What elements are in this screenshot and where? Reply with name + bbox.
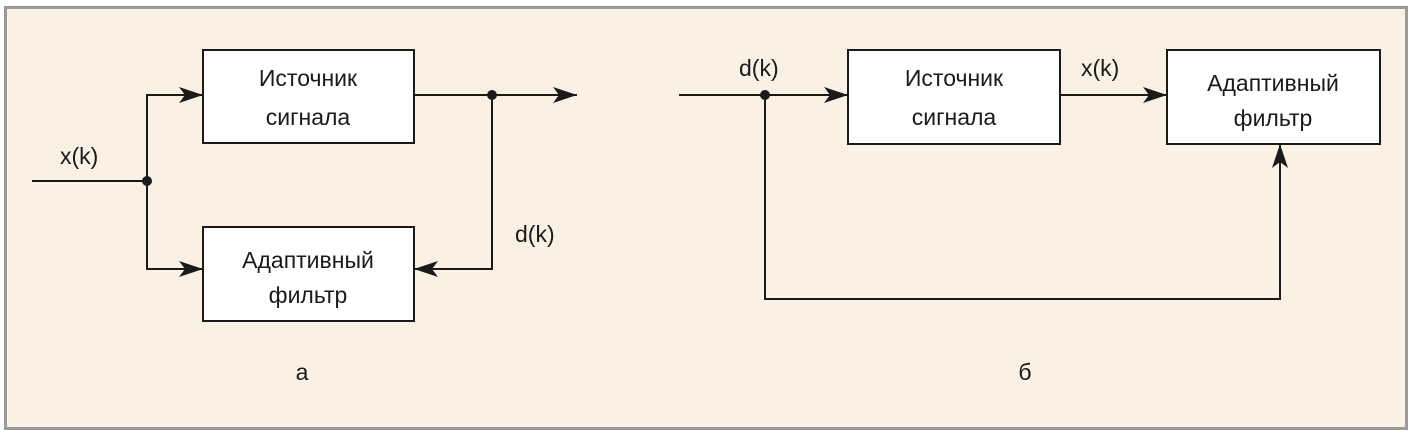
b-feedback-arrow bbox=[764, 95, 1288, 300]
a-feedback-label: d(k) bbox=[515, 221, 555, 247]
a-caption: а bbox=[296, 359, 309, 385]
a-adaptive-filter-line2: фильтр bbox=[269, 282, 348, 308]
b-signal-source-box bbox=[847, 49, 1061, 145]
a-adaptive-filter-box bbox=[202, 226, 415, 322]
a-adaptive-filter-line1: Адаптивный bbox=[242, 247, 374, 273]
b-adaptive-filter-line2: фильтр bbox=[1234, 105, 1313, 131]
a-feedback-arrow bbox=[414, 95, 493, 277]
diagram-a: Источник сигнала Адаптивный фильтр x(k) … bbox=[32, 49, 577, 385]
b-signal-source-line2: сигнала bbox=[912, 104, 997, 130]
b-input-label: d(k) bbox=[739, 55, 779, 81]
a-to-source-arrow bbox=[146, 87, 203, 181]
b-caption: б bbox=[1018, 359, 1031, 385]
a-signal-source-box bbox=[202, 49, 415, 144]
b-mid-label: x(k) bbox=[1081, 55, 1119, 81]
b-adaptive-filter-line1: Адаптивный bbox=[1207, 70, 1339, 96]
a-signal-source-line2: сигнала bbox=[266, 104, 351, 130]
a-input-label: x(k) bbox=[60, 143, 98, 169]
a-to-filter-arrow bbox=[146, 181, 203, 277]
a-signal-source-line1: Источник bbox=[259, 65, 358, 91]
diagram-b: Источник сигнала Адаптивный фильтр d(k) … bbox=[679, 49, 1381, 385]
b-signal-source-line1: Источник bbox=[905, 65, 1004, 91]
